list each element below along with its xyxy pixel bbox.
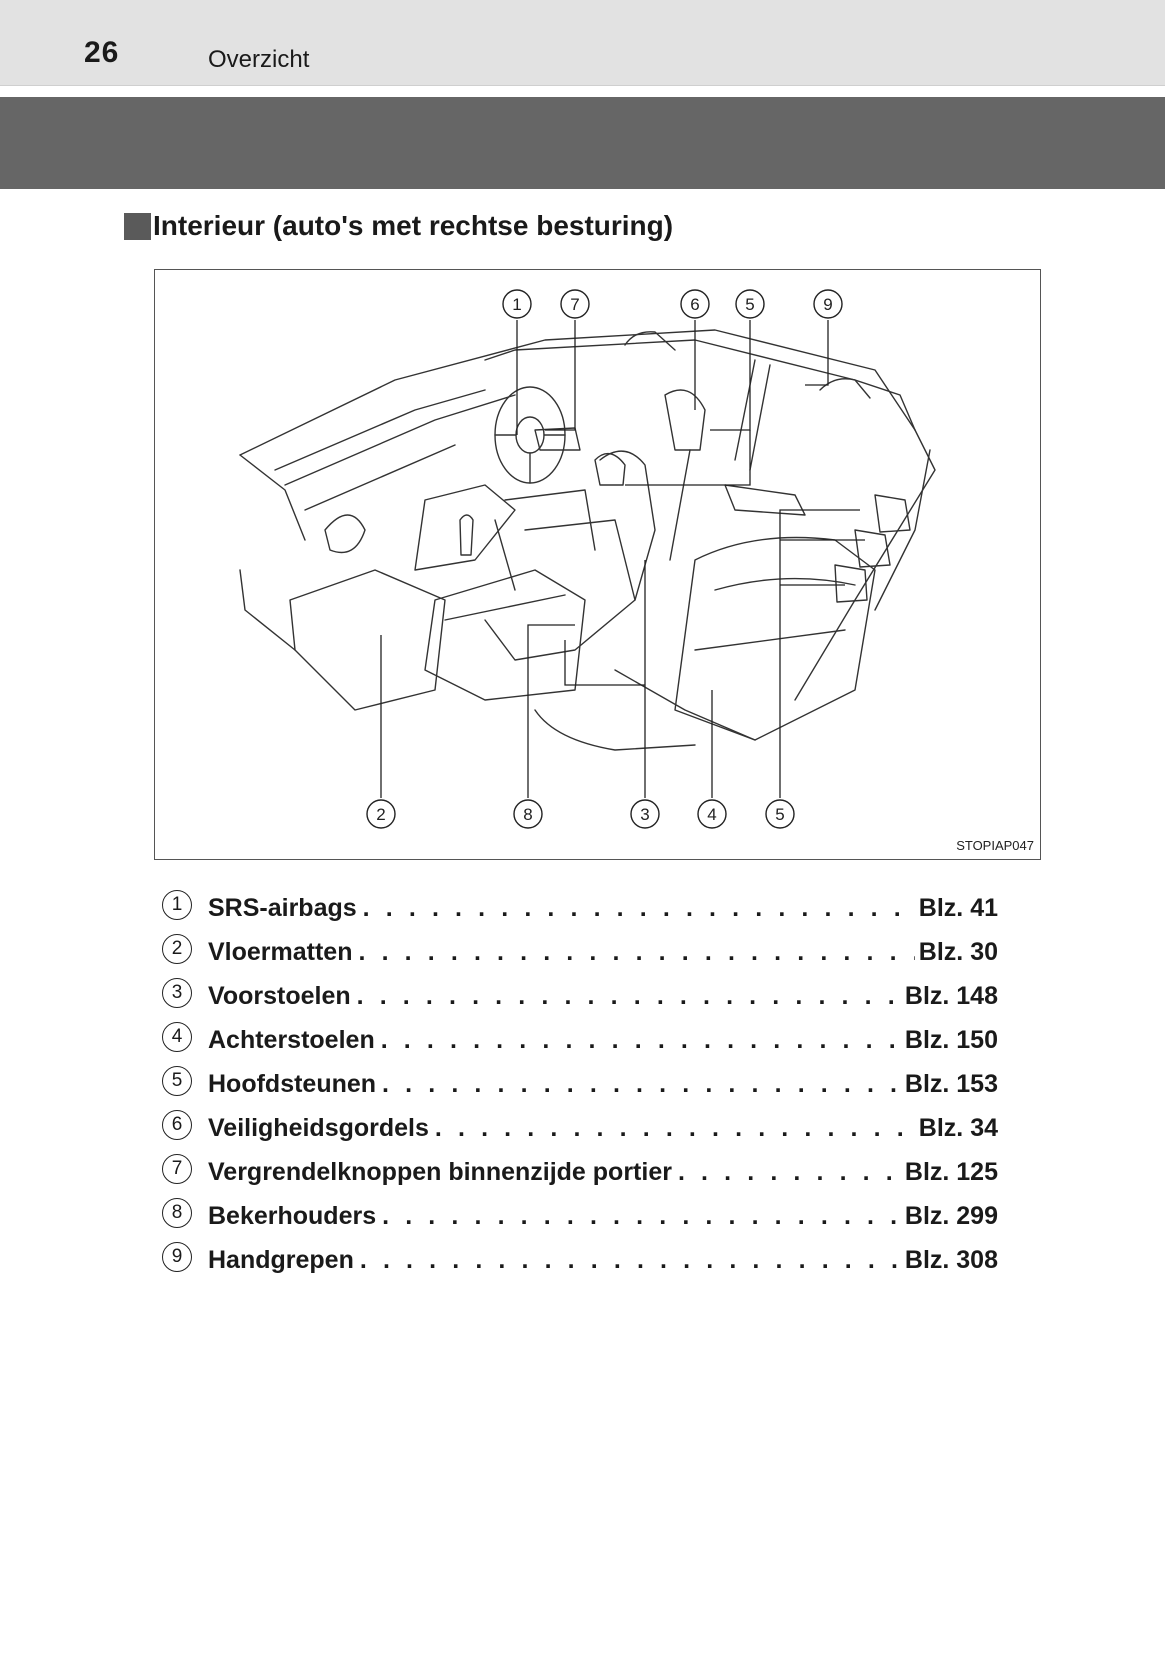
interior-illustration: 1 7 6 5 9 2: [154, 269, 1041, 860]
interior-drawing: 1 7 6 5 9 2: [239, 289, 936, 829]
page-header: 26 Overzicht: [0, 0, 1165, 86]
item-label: Bekerhouders: [208, 1201, 377, 1230]
item-page-ref[interactable]: Blz. 150: [904, 1025, 998, 1054]
leader-dots: . . . . . . . . . . . . . . . . . . . . …: [356, 981, 901, 1010]
callout-top: 1: [502, 289, 532, 319]
item-label: Achterstoelen: [208, 1025, 375, 1054]
list-item[interactable]: 2 Vloermatten . . . . . . . . . . . . . …: [162, 930, 998, 974]
item-page-ref[interactable]: Blz. 125: [904, 1157, 998, 1186]
item-page-ref[interactable]: Blz. 34: [918, 1113, 998, 1142]
item-label: Hoofdsteunen: [208, 1069, 377, 1098]
list-item[interactable]: 4 Achterstoelen . . . . . . . . . . . . …: [162, 1018, 998, 1062]
item-label: SRS-airbags: [208, 893, 357, 922]
callout-label: 5: [745, 295, 754, 314]
callout-label: 7: [570, 295, 579, 314]
leader-dots: . . . . . . . . . . . . . . . . . . . . …: [358, 937, 914, 966]
leader-dots: . . . . . . . . . . . . . . . . . . . . …: [362, 893, 915, 922]
item-label: Vloermatten: [208, 937, 353, 966]
callout-label: 2: [376, 805, 385, 824]
section-heading: Interieur (auto's met rechtse besturing): [124, 210, 673, 242]
figure-code: STOPIAP047: [956, 838, 1034, 853]
section-name: Overzicht: [208, 46, 310, 73]
item-number-badge: 3: [162, 978, 192, 1008]
leader-dots: . . . . . . . . . . . . . . . . . . . . …: [380, 1025, 901, 1054]
leader-dots: . . . . . . . . . . . . . . . . . . . . …: [359, 1245, 901, 1274]
item-page-ref[interactable]: Blz. 299: [904, 1201, 998, 1230]
item-number-badge: 8: [162, 1198, 192, 1228]
callout-label: 5: [775, 805, 784, 824]
callouts-top: 1 7 6 5 9: [502, 289, 843, 319]
item-label: Handgrepen: [208, 1245, 354, 1274]
leader-dots: . . . . . . . . . . . . . . . . . . . . …: [677, 1157, 901, 1186]
page-number: 26: [84, 36, 120, 69]
item-page-ref[interactable]: Blz. 308: [904, 1245, 998, 1274]
callout-bottom: 5: [765, 799, 795, 829]
item-page-ref[interactable]: Blz. 153: [904, 1069, 998, 1098]
callout-label: 6: [690, 295, 699, 314]
callout-label: 1: [512, 295, 521, 314]
item-number-badge: 4: [162, 1022, 192, 1052]
item-number-badge: 2: [162, 934, 192, 964]
heading-title: Interieur (auto's met rechtse besturing): [153, 210, 674, 241]
heading-square-icon: [124, 212, 151, 240]
header-band: [0, 97, 1165, 189]
item-page-ref[interactable]: Blz. 41: [918, 893, 998, 922]
item-number-badge: 6: [162, 1110, 192, 1140]
item-number-badge: 9: [162, 1242, 192, 1272]
leader-dots: . . . . . . . . . . . . . . . . . . . . …: [382, 1201, 901, 1230]
callout-label: 4: [707, 805, 716, 824]
list-item[interactable]: 9 Handgrepen . . . . . . . . . . . . . .…: [162, 1238, 998, 1282]
item-number-badge: 1: [162, 890, 192, 920]
list-item[interactable]: 5 Hoofdsteunen . . . . . . . . . . . . .…: [162, 1062, 998, 1106]
callout-bottom: 8: [513, 799, 543, 829]
item-number-badge: 5: [162, 1066, 192, 1096]
leader-dots: . . . . . . . . . . . . . . . . . . . . …: [382, 1069, 901, 1098]
callout-bottom: 3: [630, 799, 660, 829]
callout-top: 9: [813, 289, 843, 319]
callout-bottom: 4: [697, 799, 727, 829]
callout-label: 3: [640, 805, 649, 824]
item-page-ref[interactable]: Blz. 148: [904, 981, 998, 1010]
contents-list: 1 SRS-airbags . . . . . . . . . . . . . …: [162, 886, 998, 1282]
callout-top: 6: [680, 289, 710, 319]
item-number-badge: 7: [162, 1154, 192, 1184]
item-page-ref[interactable]: Blz. 30: [918, 937, 998, 966]
list-item[interactable]: 8 Bekerhouders . . . . . . . . . . . . .…: [162, 1194, 998, 1238]
leader-dots: . . . . . . . . . . . . . . . . . . . . …: [434, 1113, 915, 1142]
item-label: Voorstoelen: [208, 981, 351, 1010]
callout-top: 5: [735, 289, 765, 319]
callouts-bottom: 2 8 3 4 5: [366, 799, 795, 829]
list-item[interactable]: 3 Voorstoelen . . . . . . . . . . . . . …: [162, 974, 998, 1018]
callout-label: 8: [523, 805, 532, 824]
item-label: Veiligheidsgordels: [208, 1113, 429, 1142]
callout-label: 9: [823, 295, 832, 314]
list-item[interactable]: 1 SRS-airbags . . . . . . . . . . . . . …: [162, 886, 998, 930]
item-label: Vergrendelknoppen binnenzijde portier: [208, 1157, 672, 1186]
callout-top: 7: [560, 289, 590, 319]
callout-bottom: 2: [366, 799, 396, 829]
list-item[interactable]: 6 Veiligheidsgordels . . . . . . . . . .…: [162, 1106, 998, 1150]
list-item[interactable]: 7 Vergrendelknoppen binnenzijde portier …: [162, 1150, 998, 1194]
